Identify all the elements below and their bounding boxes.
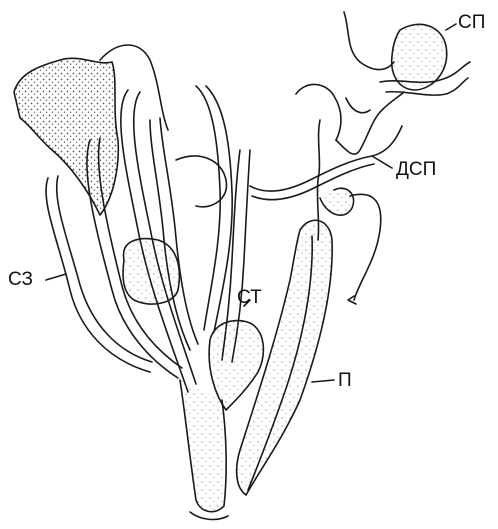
label-sp: СП [458, 13, 485, 32]
leader-p [312, 380, 334, 382]
label-p: П [338, 371, 352, 390]
label-sz: СЗ [8, 270, 33, 289]
duct-thin-2 [350, 194, 381, 300]
tissue-mass [14, 58, 118, 215]
accessory-gland-4b [160, 118, 198, 344]
trunk-base [190, 512, 228, 519]
accessory-gland-4 [150, 120, 190, 350]
leader-sz [46, 274, 66, 280]
label-dsp: ДСП [396, 160, 436, 179]
seminal-bulb-left [123, 239, 179, 304]
leader-sp [446, 24, 456, 30]
accessory-gland-5 [196, 86, 220, 330]
label-st: СТ [237, 288, 262, 307]
receptacle-duct-4 [346, 98, 370, 113]
receptacle-duct [344, 12, 394, 70]
receptacle-duct-3 [336, 92, 404, 154]
duct-loop [320, 188, 354, 215]
leader-dsp [372, 156, 392, 168]
common-trunk [180, 380, 226, 512]
spermatheca-st [209, 321, 263, 410]
